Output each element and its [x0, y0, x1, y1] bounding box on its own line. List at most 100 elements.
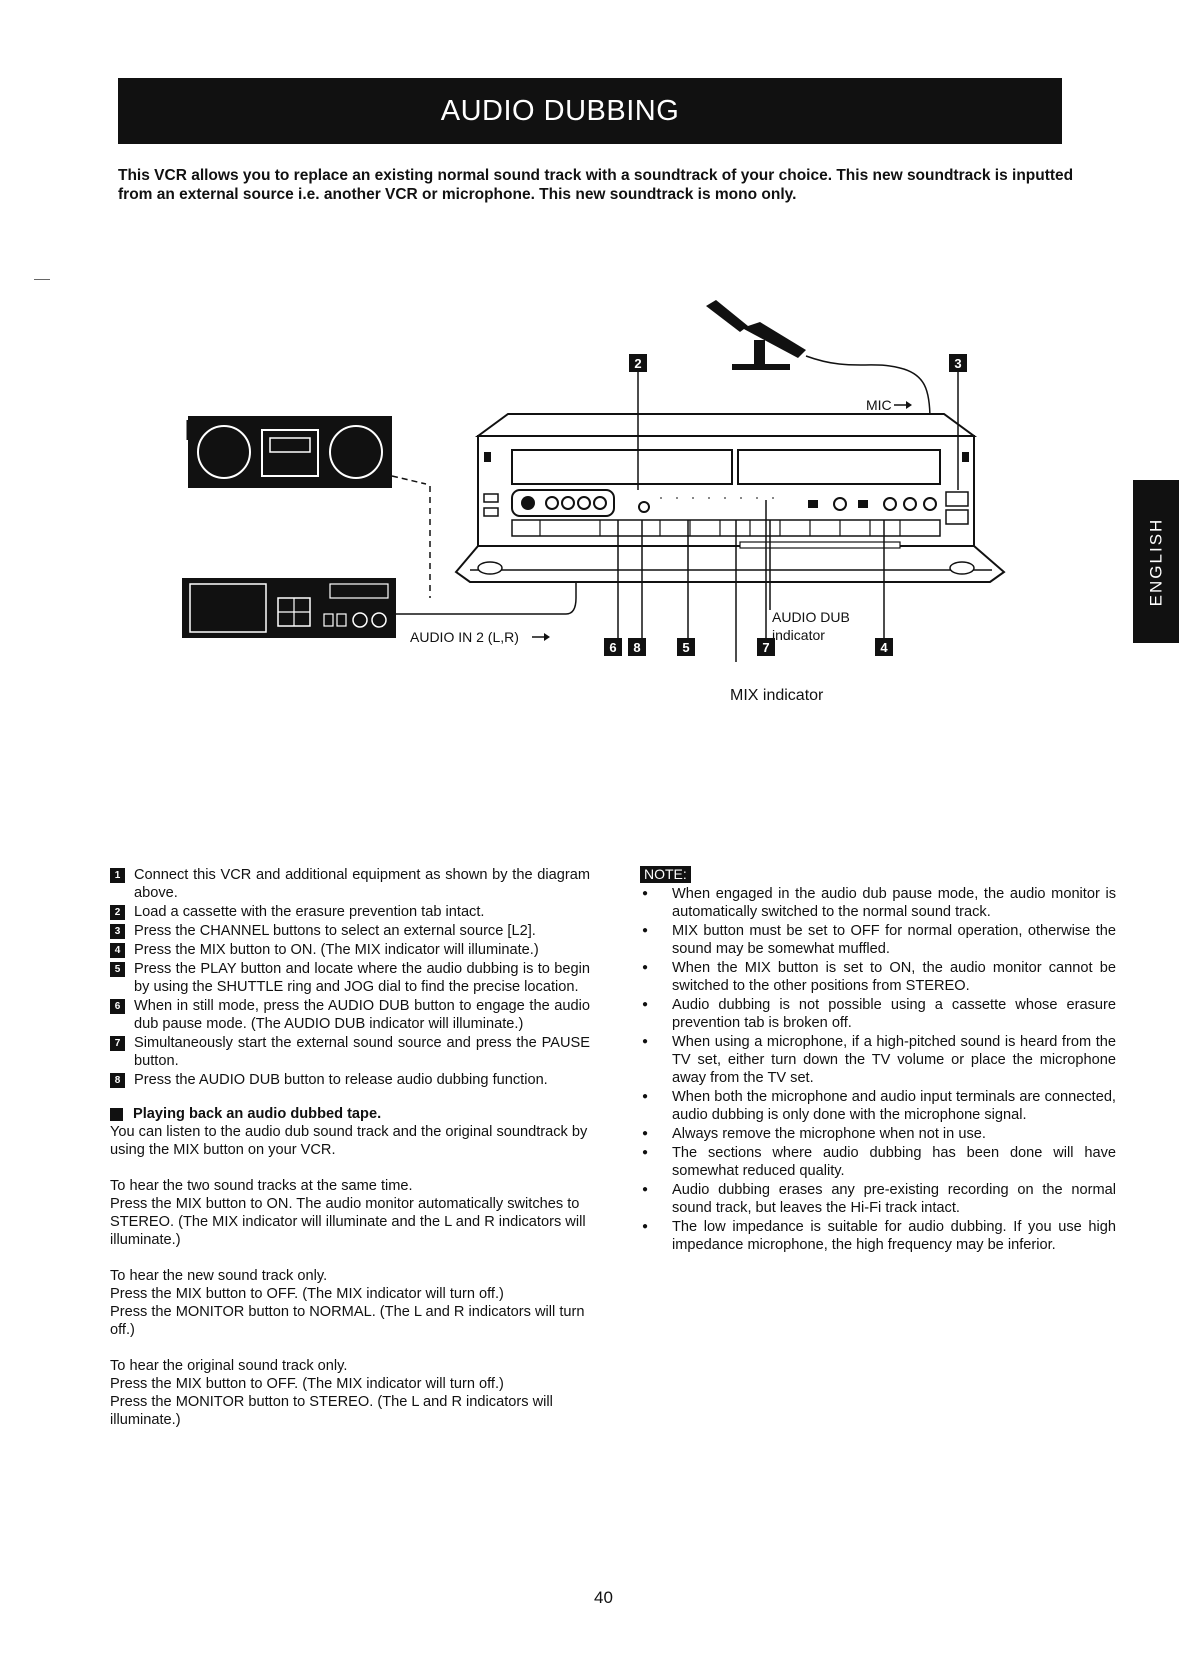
step-text: Press the PLAY button and locate where t…	[134, 961, 590, 995]
note-item: ● MIX button must be set to OFF for norma…	[640, 922, 1116, 958]
note-item: ● Audio dubbing is not possible using a c…	[640, 996, 1116, 1032]
audio-dub-indicator-label-1: AUDIO DUB	[772, 609, 850, 625]
step-text: Press the AUDIO DUB button to release au…	[134, 1072, 548, 1088]
note-text: MIX button must be set to OFF for normal…	[672, 923, 1116, 957]
note-text: When the MIX button is set to ON, the au…	[672, 960, 1116, 994]
bullet-icon: ●	[642, 962, 649, 973]
callout-6-label: 6	[609, 640, 616, 655]
step-text: When in still mode, press the AUDIO DUB …	[134, 998, 590, 1032]
playback-section: Playing back an audio dubbed tape. You c…	[110, 1105, 590, 1429]
step-6: 6 When in still mode, press the AUDIO DU…	[110, 997, 590, 1033]
callout-lines	[617, 372, 959, 662]
step-4: 4 Press the MIX button to ON. (The MIX i…	[110, 941, 590, 959]
note-item: ● When both the microphone and audio inpu…	[640, 1088, 1116, 1124]
callout-3: 3	[949, 354, 967, 372]
connection-cables	[396, 486, 577, 615]
title-bar: AUDIO DUBBING	[118, 78, 1062, 144]
note-heading: NOTE:	[640, 866, 691, 883]
playback-heading-text: Playing back an audio dubbed tape.	[133, 1106, 382, 1122]
step-number: 7	[110, 1036, 125, 1051]
step-number: 3	[110, 924, 125, 939]
bullet-icon: ●	[642, 925, 649, 936]
callout-2: 2	[629, 354, 647, 372]
square-bullet-icon	[110, 1107, 123, 1121]
step-5: 5 Press the PLAY button and locate where…	[110, 960, 590, 996]
note-text: When both the microphone and audio input…	[672, 1089, 1116, 1123]
callout-6: 6	[604, 638, 622, 656]
bullet-icon: ●	[642, 1147, 649, 1158]
steps-column: 1 Connect this VCR and additional equipm…	[110, 866, 590, 1429]
microphone-icon	[706, 300, 931, 421]
step-text: Load a cassette with the erasure prevent…	[134, 904, 485, 920]
step-number: 2	[110, 905, 125, 920]
note-text: The sections where audio dubbing has bee…	[672, 1145, 1116, 1179]
step-1: 1 Connect this VCR and additional equipm…	[110, 866, 590, 902]
note-text: The low impedance is suitable for audio …	[672, 1219, 1116, 1253]
audio-in-arrow-icon	[532, 633, 550, 641]
intro-text: This VCR allows you to replace an existi…	[118, 167, 1074, 203]
step-3: 3 Press the CHANNEL buttons to select an…	[110, 922, 590, 940]
playback-paragraph-3: To hear the original sound track only. P…	[110, 1358, 553, 1428]
callout-3-label: 3	[954, 356, 961, 371]
step-number: 5	[110, 962, 125, 977]
playback-heading: Playing back an audio dubbed tape.	[110, 1105, 590, 1123]
playback-paragraph-1: To hear the two sound tracks at the same…	[110, 1178, 586, 1248]
callout-8: 8	[628, 638, 646, 656]
connection-diagram: 2 3 6 8 5 7 4 MIC AUDIO IN 2 (L,R) AUDIO…	[182, 300, 1006, 704]
step-text: Connect this VCR and additional equipmen…	[134, 867, 590, 901]
bullet-icon: ●	[642, 1128, 649, 1139]
playback-paragraph-2: To hear the new sound track only. Press …	[110, 1268, 585, 1338]
callout-4: 4	[875, 638, 893, 656]
note-text: Audio dubbing is not possible using a ca…	[672, 997, 1116, 1031]
callout-7: 7	[757, 638, 775, 656]
note-text: When using a microphone, if a high-pitch…	[672, 1034, 1116, 1086]
note-text: Always remove the microphone when not in…	[672, 1126, 986, 1142]
step-number: 4	[110, 943, 125, 958]
audio-in-label: AUDIO IN 2 (L,R)	[410, 629, 519, 645]
external-vcr-icon	[182, 578, 396, 638]
language-tab: ENGLISH	[1133, 480, 1179, 643]
mix-indicator-label: MIX indicator	[730, 687, 824, 704]
audio-dub-indicator-label-2: indicator	[772, 627, 825, 643]
step-8: 8 Press the AUDIO DUB button to release …	[110, 1071, 590, 1089]
callout-4-label: 4	[880, 640, 888, 655]
step-text: Press the MIX button to ON. (The MIX ind…	[134, 942, 539, 958]
bullet-icon: ●	[642, 999, 649, 1010]
step-text: Simultaneously start the external sound …	[134, 1035, 590, 1069]
note-item: ● When engaged in the audio dub pause mod…	[640, 885, 1116, 921]
note-text: When engaged in the audio dub pause mode…	[672, 886, 1116, 920]
bullet-icon: ●	[642, 888, 649, 899]
mic-arrow-icon	[894, 401, 912, 409]
note-item: ● When the MIX button is set to ON, the a…	[640, 959, 1116, 995]
step-number: 1	[110, 868, 125, 883]
bullet-icon: ●	[642, 1221, 649, 1232]
notes-column: NOTE: ● When engaged in the audio dub pau…	[640, 866, 1116, 1254]
language-tab-label: ENGLISH	[1146, 517, 1166, 606]
step-2: 2 Load a cassette with the erasure preve…	[110, 903, 590, 921]
bullet-icon: ●	[642, 1036, 649, 1047]
callout-5-label: 5	[682, 640, 689, 655]
callout-7-label: 7	[762, 640, 769, 655]
note-text: Audio dubbing erases any pre-existing re…	[672, 1182, 1116, 1216]
page-title: AUDIO DUBBING	[440, 94, 680, 127]
callout-2-label: 2	[634, 356, 641, 371]
page-number: 40	[594, 1588, 613, 1607]
bullet-icon: ●	[642, 1184, 649, 1195]
note-item: ● The sections where audio dubbing has be…	[640, 1144, 1116, 1180]
note-item: ● Always remove the microphone when not i…	[640, 1125, 1116, 1143]
note-item: ● When using a microphone, if a high-pitc…	[640, 1033, 1116, 1087]
step-7: 7 Simultaneously start the external soun…	[110, 1034, 590, 1070]
step-number: 8	[110, 1073, 125, 1088]
main-vcr-icon	[454, 413, 1006, 583]
step-text: Press the CHANNEL buttons to select an e…	[134, 923, 536, 939]
note-item: ● The low impedance is suitable for audio…	[640, 1218, 1116, 1254]
playback-intro: You can listen to the audio dub sound tr…	[110, 1124, 588, 1158]
margin-dash	[34, 279, 50, 280]
bullet-icon: ●	[642, 1091, 649, 1102]
step-number: 6	[110, 999, 125, 1014]
note-item: ● Audio dubbing erases any pre-existing r…	[640, 1181, 1116, 1217]
callout-8-label: 8	[633, 640, 640, 655]
mic-label: MIC	[866, 397, 892, 413]
callout-5: 5	[677, 638, 695, 656]
boombox-icon	[186, 416, 427, 488]
